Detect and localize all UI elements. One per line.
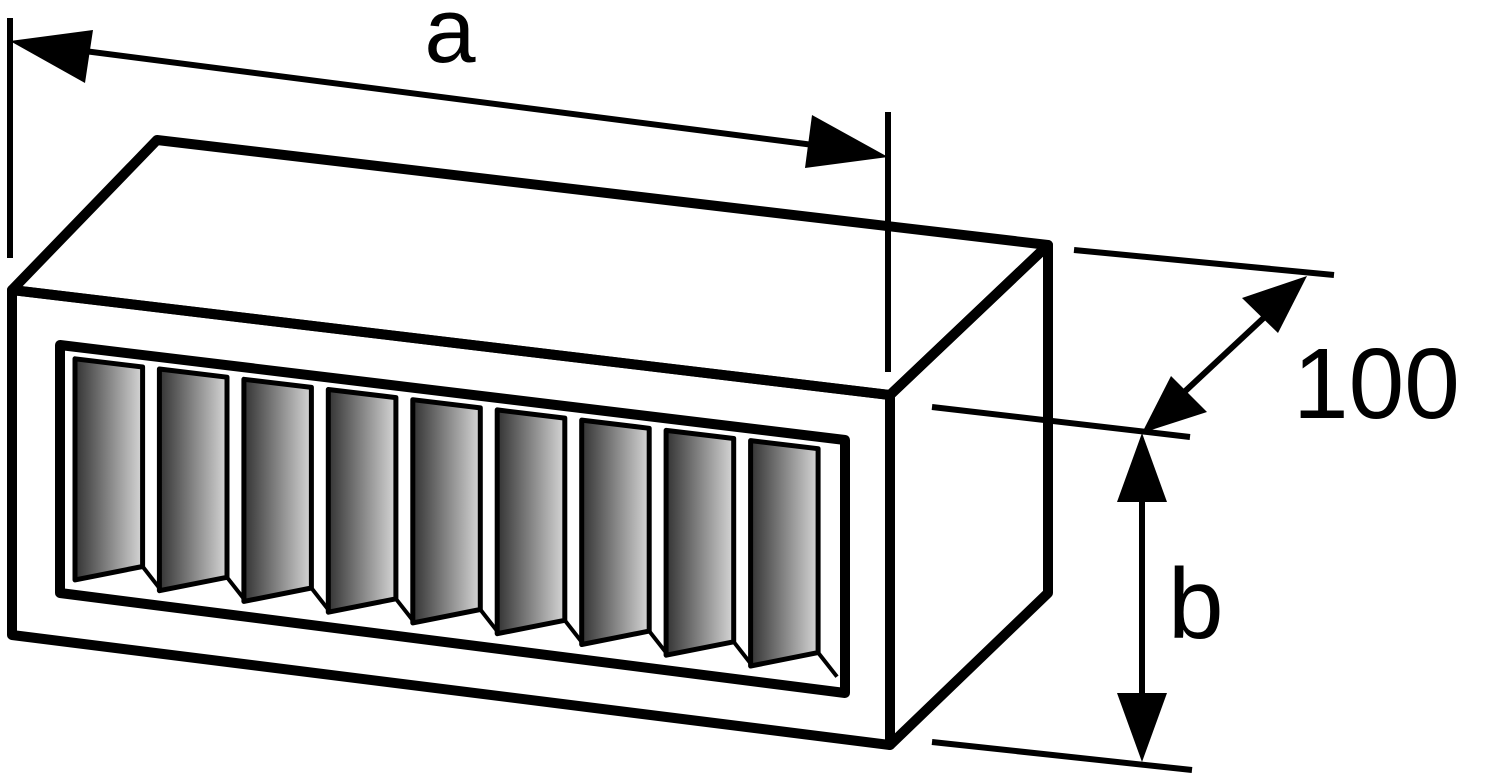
dimension-b: b <box>931 433 1224 773</box>
fin <box>410 397 483 626</box>
arrow-depth-top-icon <box>1242 276 1307 333</box>
extension-line-height-bottom <box>931 739 1193 773</box>
fin <box>156 366 230 594</box>
dimension-a: a <box>7 0 891 372</box>
arrow-left-icon <box>10 30 93 83</box>
fin <box>325 387 399 615</box>
box-body <box>7 135 1053 750</box>
fin <box>241 376 314 604</box>
cooling-fins <box>72 356 839 678</box>
label-b: b <box>1168 548 1224 660</box>
fin <box>663 427 737 658</box>
extension-line-depth-bottom <box>931 404 1191 440</box>
label-a: a <box>424 0 476 82</box>
extension-line-depth-top <box>1073 247 1335 278</box>
fin <box>494 407 568 637</box>
right-face <box>885 240 1053 750</box>
arrow-right-icon <box>805 115 888 168</box>
dimension-depth: 100 <box>931 247 1460 440</box>
fin <box>72 356 146 583</box>
arrow-height-bottom-icon <box>1117 693 1167 762</box>
arrow-depth-bottom-icon <box>1142 376 1207 433</box>
dimension-line-a <box>29 41 869 155</box>
front-face <box>7 285 895 750</box>
fin-floor-edge <box>816 651 839 678</box>
arrow-height-top-icon <box>1117 433 1167 502</box>
fin <box>579 417 652 647</box>
label-depth: 100 <box>1293 328 1460 440</box>
fin <box>748 438 821 669</box>
